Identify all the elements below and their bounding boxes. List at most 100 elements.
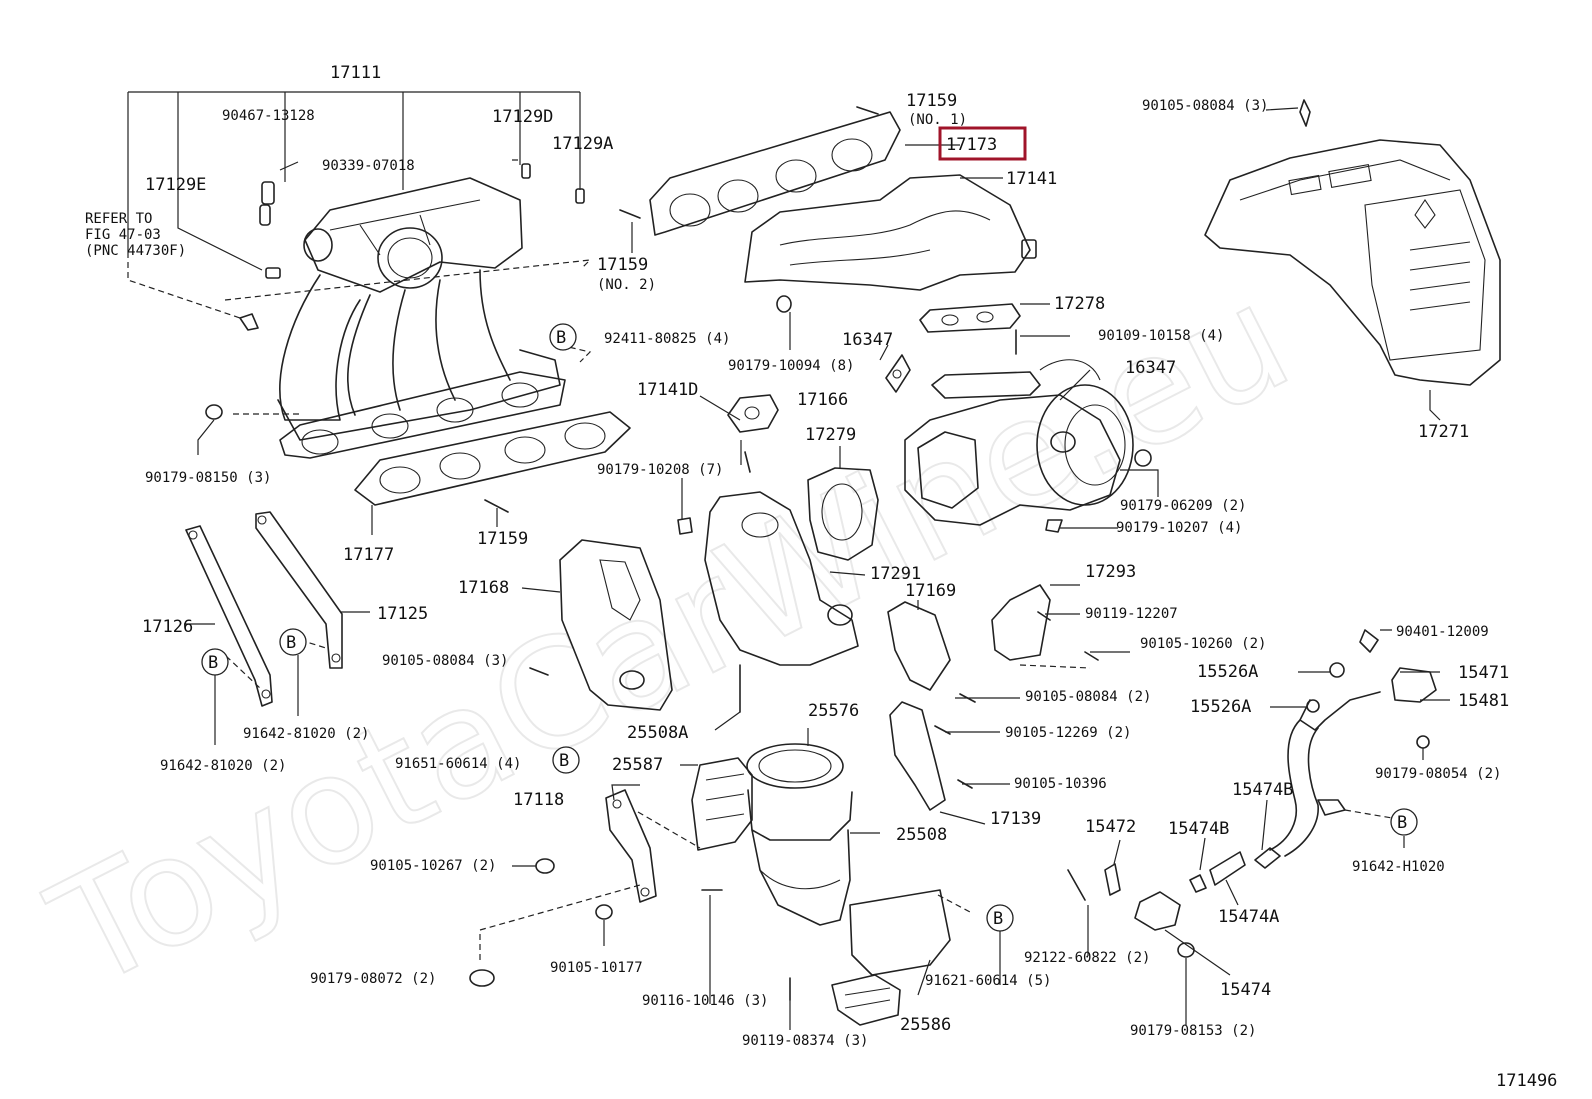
watermark: ToyotaCarWine.eu (25, 250, 1316, 1023)
label-17159-a: 17159 (477, 529, 528, 549)
label-90105-08084-a: 90105-08084 (3) (382, 653, 508, 669)
highlight-box-17173 (938, 126, 1027, 161)
label-17173: 17173 (946, 135, 997, 155)
label-15474B-b: 15474B (1168, 819, 1229, 839)
label-90179-08054: 90179-08054 (2) (1375, 766, 1501, 782)
label-90179-10094: 90179-10094 (8) (728, 358, 854, 374)
label-17159-no1-sub: (NO. 1) (908, 112, 967, 128)
bracket-17118 (469, 789, 657, 987)
label-91651-60614: 91651-60614 (4) (395, 756, 521, 772)
label-17278: 17278 (1054, 294, 1105, 314)
figure-number: 171496 (1496, 1071, 1557, 1091)
label-15526A-b: 15526A (1190, 697, 1251, 717)
label-91621-60614: 91621-60614 (5) (925, 973, 1051, 989)
label-92122-60822: 92122-60822 (2) (1024, 950, 1150, 966)
callout-markers: B B B B B B (201, 323, 1418, 932)
label-15474: 15474 (1220, 980, 1271, 1000)
label-90119-12207: 90119-12207 (1085, 606, 1178, 622)
exhaust-manifold-drawing (619, 106, 1037, 393)
label-90105-10177: 90105-10177 (550, 960, 643, 976)
label-17166: 17166 (797, 390, 848, 410)
label-17125: 17125 (377, 604, 428, 624)
label-90179-10207: 90179-10207 (4) (1116, 520, 1242, 536)
label-17111: 17111 (330, 63, 381, 83)
callout-b-4: B (552, 746, 580, 774)
label-15474A: 15474A (1218, 907, 1279, 927)
label-91642-81020-a: 91642-81020 (2) (243, 726, 369, 742)
label-15472: 15472 (1085, 817, 1136, 837)
svg-text:B: B (208, 653, 218, 673)
label-25508A: 25508A (627, 723, 688, 743)
label-91642-H1020: 91642-H1020 (1352, 859, 1445, 875)
water-pipe-drawing (1067, 629, 1437, 958)
label-17159-no2: 17159 (597, 255, 648, 275)
label-17118: 17118 (513, 790, 564, 810)
svg-text:B: B (556, 328, 566, 348)
label-17129A: 17129A (552, 134, 613, 154)
label-90105-10260: 90105-10260 (2) (1140, 636, 1266, 652)
label-90119-08374: 90119-08374 (3) (742, 1033, 868, 1049)
heat-insulator-17168 (521, 539, 673, 711)
bracket-drawings (184, 511, 370, 745)
callout-b-6: B (1390, 808, 1418, 836)
bracket-17169-17293-17139 (887, 584, 1130, 825)
svg-text:B: B (559, 751, 569, 771)
intake-leader-lines (127, 91, 592, 535)
label-15481: 15481 (1458, 691, 1509, 711)
engine-cover-17271 (1204, 99, 1501, 421)
converter-drawing (691, 664, 951, 1026)
label-16347-b: 16347 (1125, 358, 1176, 378)
label-25508: 25508 (896, 825, 947, 845)
svg-text:(PNC 44730F): (PNC 44730F) (85, 243, 186, 259)
label-90179-10208: 90179-10208 (7) (597, 462, 723, 478)
reference-note: REFER TO FIG 47-03 (PNC 44730F) (85, 211, 186, 259)
intake-manifold-drawing (205, 163, 631, 513)
water-pipe-leader-lines (1087, 629, 1450, 1025)
label-90105-08084-b: 90105-08084 (2) (1025, 689, 1151, 705)
label-17279: 17279 (805, 425, 856, 445)
svg-text:B: B (993, 909, 1003, 929)
label-17139: 17139 (990, 809, 1041, 829)
callout-b-3: B (201, 648, 229, 676)
label-90179-08150: 90179-08150 (3) (145, 470, 271, 486)
svg-text:B: B (1397, 813, 1407, 833)
svg-text:B: B (286, 633, 296, 653)
label-25576: 25576 (808, 701, 859, 721)
label-90105-10396: 90105-10396 (1014, 776, 1107, 792)
label-17129D: 17129D (492, 107, 553, 127)
label-15474B-a: 15474B (1232, 780, 1293, 800)
label-17159-no2-sub: (NO. 2) (597, 277, 656, 293)
label-17159-no1: 17159 (906, 91, 957, 111)
label-90179-06209: 90179-06209 (2) (1120, 498, 1246, 514)
exhaust-leader-lines (631, 144, 1070, 361)
label-17169: 17169 (905, 581, 956, 601)
label-17141D: 17141D (637, 380, 698, 400)
center-leader-lines (681, 369, 1159, 576)
svg-text:FIG 47-03: FIG 47-03 (85, 227, 161, 243)
svg-text:ToyotaCarWine.eu: ToyotaCarWine.eu (26, 251, 1315, 1022)
label-90116-10146: 90116-10146 (3) (642, 993, 768, 1009)
label-90339-07018: 90339-07018 (322, 158, 415, 174)
part-labels: 17111 90467-13128 17129D 17129A 90339-07… (85, 63, 1557, 1091)
label-90401-12009: 90401-12009 (1396, 624, 1489, 640)
label-17129E: 17129E (145, 175, 206, 195)
label-15471: 15471 (1458, 663, 1509, 683)
callout-b-2: B (279, 628, 307, 656)
label-17291: 17291 (870, 564, 921, 584)
label-16347-a: 16347 (842, 330, 893, 350)
label-92411-80825: 92411-80825 (4) (604, 331, 730, 347)
label-25586: 25586 (900, 1015, 951, 1035)
callout-b-1: B (549, 323, 577, 351)
converter-leader-lines (479, 711, 1001, 1030)
label-90105-10267: 90105-10267 (2) (370, 858, 496, 874)
label-25587: 25587 (612, 755, 663, 775)
turbocharger-drawing (904, 359, 1152, 533)
label-17293: 17293 (1085, 562, 1136, 582)
label-15526A-a: 15526A (1197, 662, 1258, 682)
callout-b-5: B (986, 904, 1014, 932)
label-90105-08084-c: 90105-08084 (3) (1142, 98, 1268, 114)
label-17168: 17168 (458, 578, 509, 598)
turbo-gaskets (677, 394, 879, 666)
svg-text:REFER TO: REFER TO (85, 211, 152, 227)
